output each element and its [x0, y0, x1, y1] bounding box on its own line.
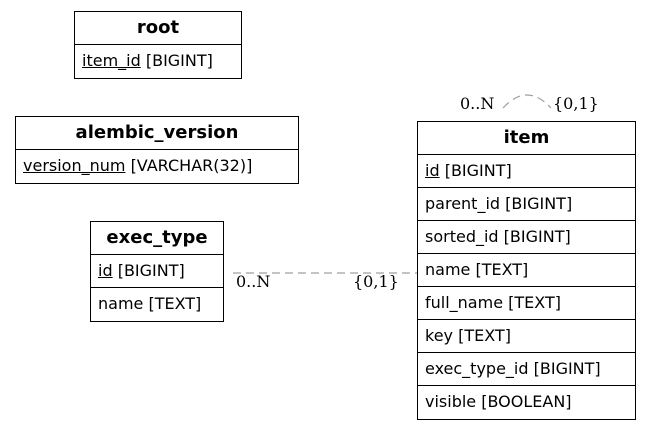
column-name: name	[425, 260, 471, 279]
cardinality-label-exec-type-to: {0,1}	[353, 272, 399, 291]
cardinality-label-item-self-from: 0..N	[460, 94, 495, 113]
column-type: [TEXT]	[458, 326, 511, 345]
column-row: exec_type_id [BIGINT]	[418, 353, 635, 386]
column-row: version_num [VARCHAR(32)]	[16, 150, 298, 183]
column-name: full_name	[425, 293, 504, 312]
column-row: parent_id [BIGINT]	[418, 188, 635, 221]
column-row: id [BIGINT]	[418, 155, 635, 188]
column-name: visible	[425, 392, 477, 411]
column-type: [TEXT]	[508, 293, 561, 312]
column-row: visible [BOOLEAN]	[418, 386, 635, 419]
column-type: [BOOLEAN]	[481, 392, 572, 411]
entity-exec-type: exec_type id [BIGINT] name [TEXT]	[90, 221, 224, 322]
column-row: name [TEXT]	[91, 288, 223, 321]
column-type: [VARCHAR(32)]	[130, 156, 253, 175]
column-row: sorted_id [BIGINT]	[418, 221, 635, 254]
column-name: item_id	[82, 51, 141, 70]
column-type: [TEXT]	[475, 260, 529, 279]
column-name: id	[98, 261, 113, 280]
column-name: key	[425, 326, 454, 345]
column-type: [TEXT]	[148, 294, 202, 313]
entity-alembic-version: alembic_version version_num [VARCHAR(32)…	[15, 116, 299, 184]
column-type: [BIGINT]	[503, 227, 571, 246]
column-row: full_name [TEXT]	[418, 287, 635, 320]
item-self-relationship-line	[502, 94, 552, 109]
column-row: key [TEXT]	[418, 320, 635, 353]
column-type: [BIGINT]	[533, 359, 601, 378]
column-type: [BIGINT]	[444, 161, 512, 180]
entity-title: alembic_version	[16, 117, 298, 150]
cardinality-label-item-self-to: {0,1}	[553, 94, 599, 113]
column-name: exec_type_id	[425, 359, 529, 378]
entity-title: root	[75, 12, 241, 45]
entity-title: exec_type	[91, 222, 223, 255]
column-name: name	[98, 294, 144, 313]
column-type: [BIGINT]	[117, 261, 185, 280]
entity-item: item id [BIGINT] parent_id [BIGINT] sort…	[417, 121, 636, 420]
column-row: id [BIGINT]	[91, 255, 223, 288]
column-row: name [TEXT]	[418, 254, 635, 287]
entity-title: item	[418, 122, 635, 155]
column-name: parent_id	[425, 194, 501, 213]
column-name: sorted_id	[425, 227, 499, 246]
cardinality-label-exec-type-from: 0..N	[236, 272, 271, 291]
column-type: [BIGINT]	[145, 51, 213, 70]
column-name: version_num	[23, 156, 126, 175]
column-row: item_id [BIGINT]	[75, 45, 241, 78]
column-name: id	[425, 161, 440, 180]
column-type: [BIGINT]	[505, 194, 573, 213]
entity-root: root item_id [BIGINT]	[74, 11, 242, 79]
